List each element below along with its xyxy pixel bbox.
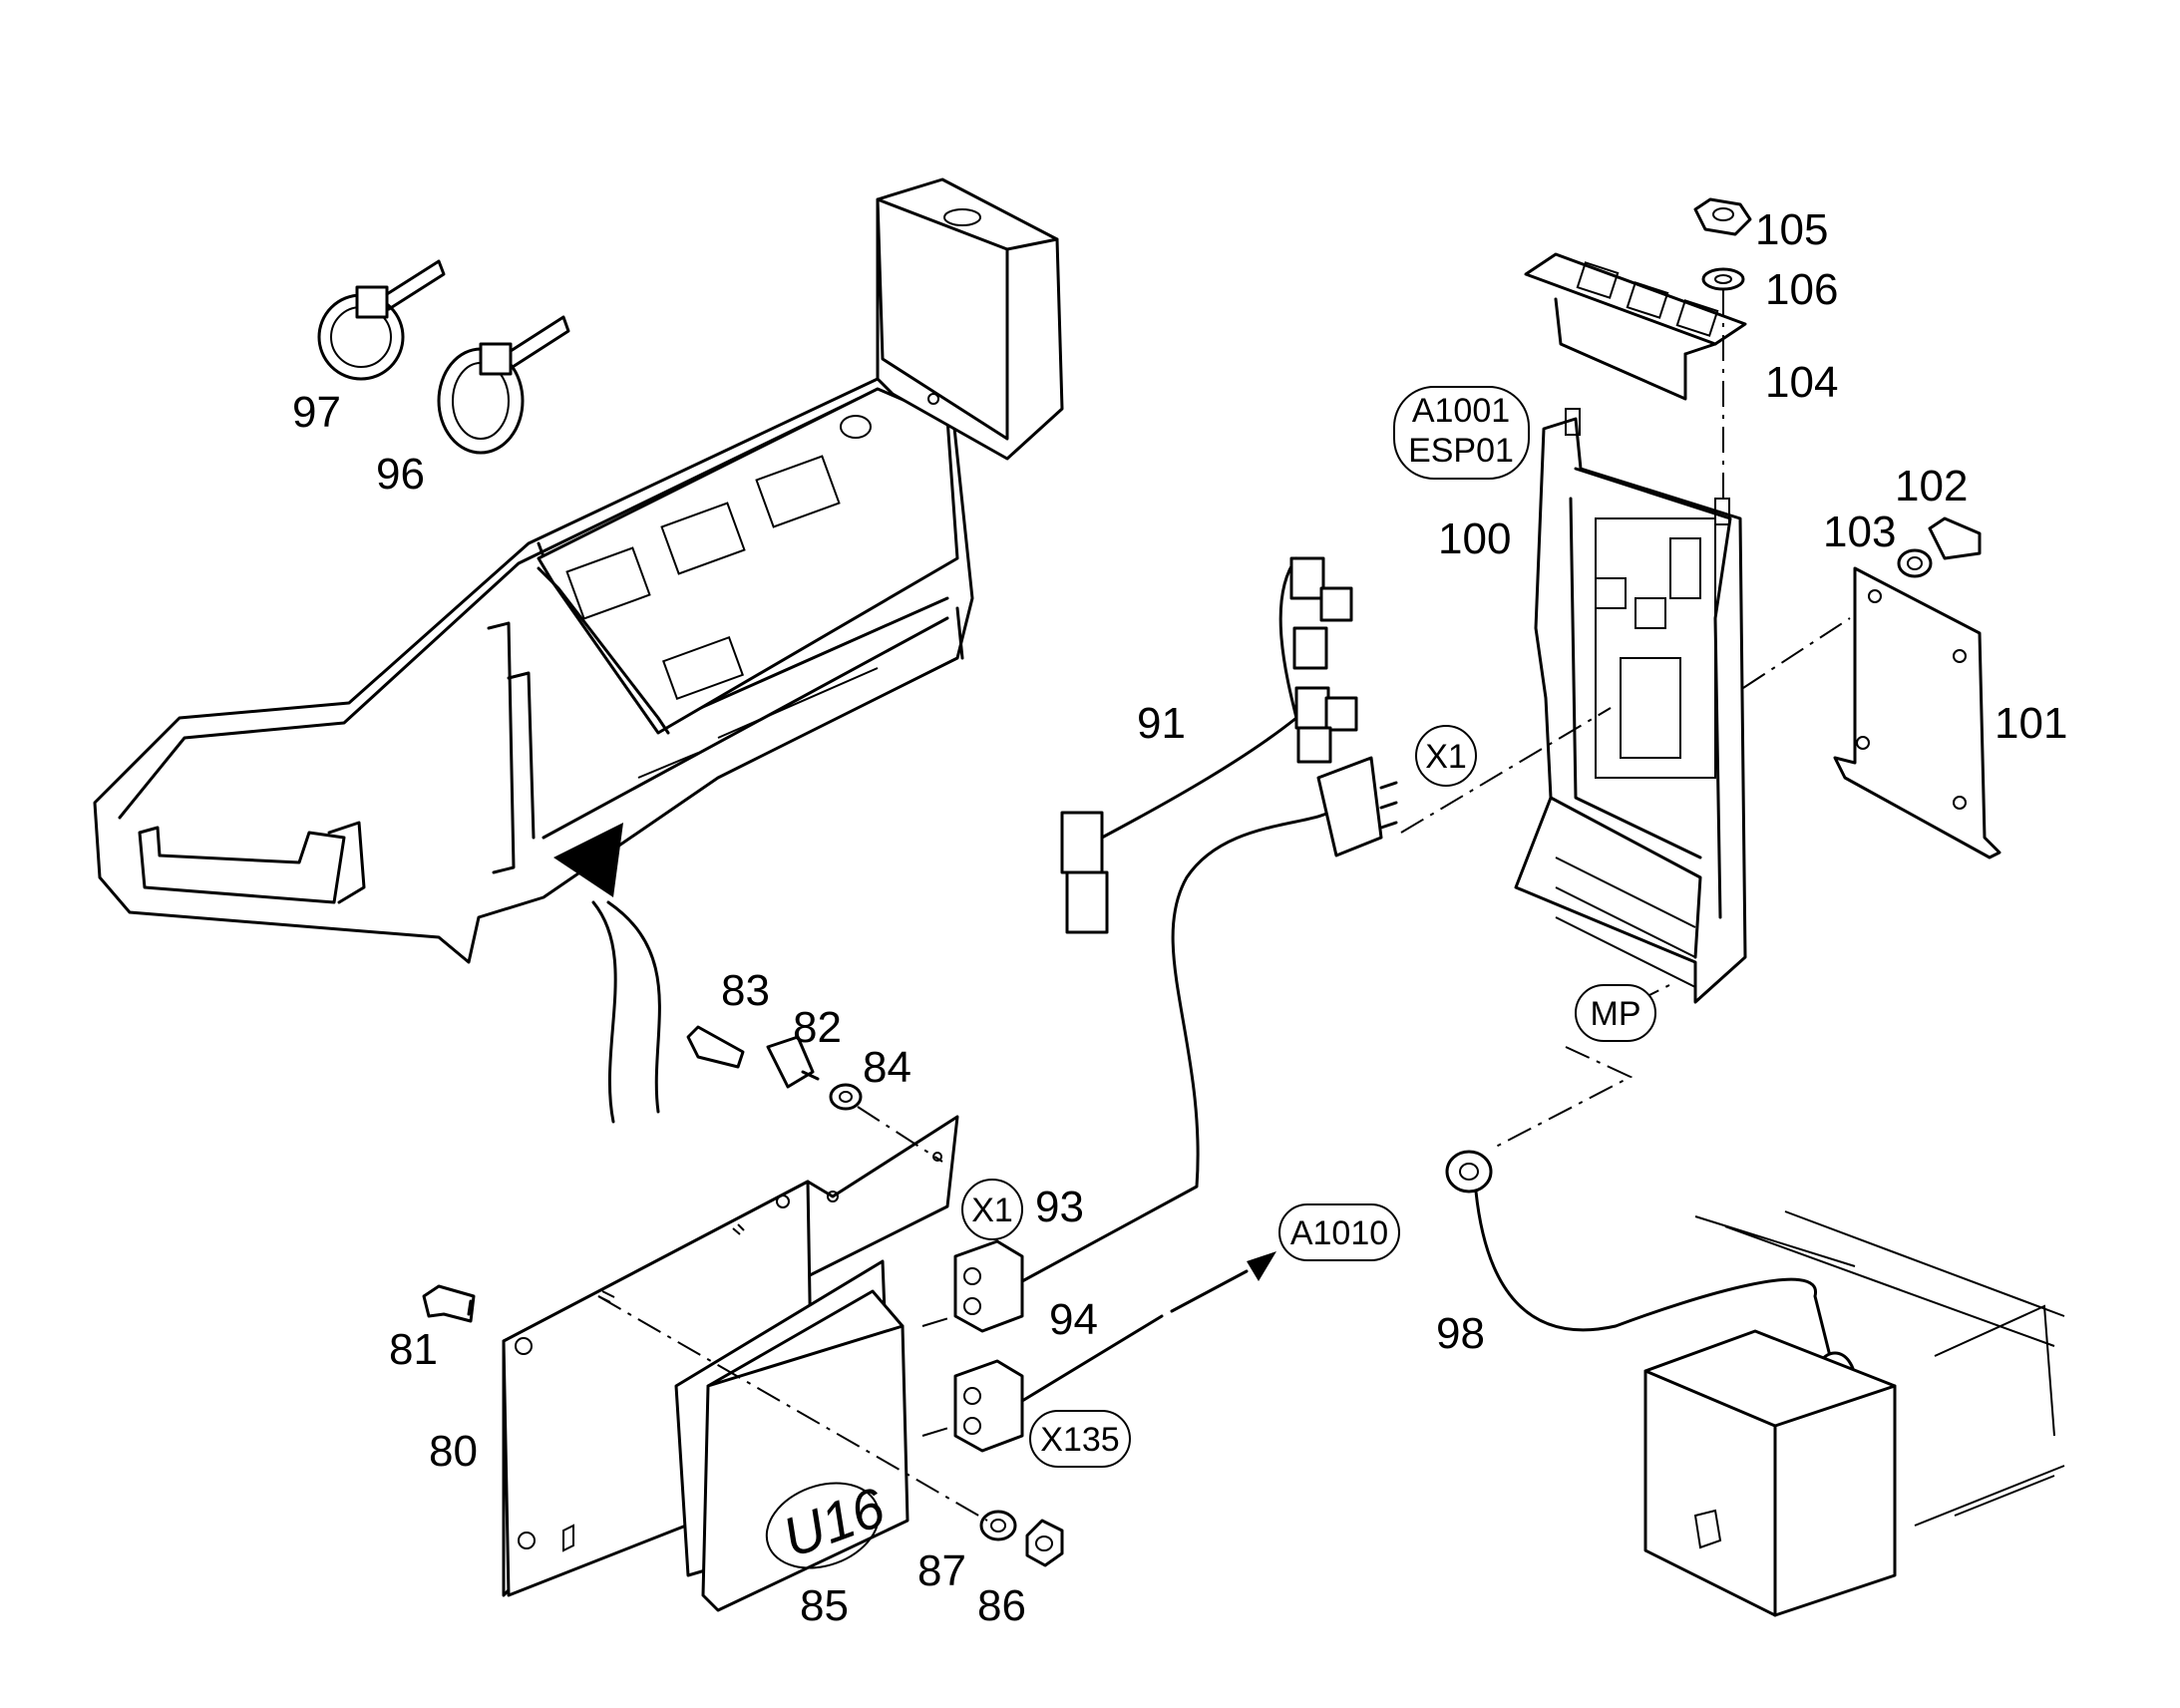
battery-compartment <box>1643 1210 2065 1617</box>
callout-86: 86 <box>977 1581 1026 1630</box>
ref-bubble-x1-lower: X1 <box>961 1179 1023 1240</box>
ecu-box-100 <box>1514 408 1747 1004</box>
cable-ties <box>317 259 570 455</box>
callout-80: 80 <box>429 1427 478 1476</box>
callout-94: 94 <box>1049 1295 1098 1344</box>
callout-83: 83 <box>721 966 770 1015</box>
callout-91: 91 <box>1137 699 1186 748</box>
bracket-101 <box>1833 516 2001 859</box>
callout-84: 84 <box>863 1043 911 1092</box>
a1001-label: A1001 <box>1412 392 1510 430</box>
callout-97: 97 <box>292 388 341 437</box>
ref-bubble-a1001-esp01: A1001 ESP01 <box>1393 386 1530 480</box>
ref-bubble-x1-upper: X1 <box>1415 725 1477 787</box>
callout-96: 96 <box>376 450 425 499</box>
a1010-label: A1010 <box>1290 1214 1388 1252</box>
fasteners <box>422 1025 1064 1567</box>
x1-lower-label: X1 <box>971 1192 1013 1229</box>
callout-105: 105 <box>1755 205 1828 254</box>
switch-cover-104 <box>1524 197 1752 401</box>
callout-104: 104 <box>1765 358 1838 407</box>
callout-100: 100 <box>1438 514 1511 563</box>
ref-bubble-a1010: A1010 <box>1278 1203 1400 1261</box>
esp01-label: ESP01 <box>1408 432 1514 470</box>
assembly-lines <box>597 289 1851 1522</box>
ref-bubble-x135: X135 <box>1029 1410 1131 1468</box>
x135-label: X135 <box>1040 1421 1119 1459</box>
callout-103: 103 <box>1823 508 1896 556</box>
callout-93: 93 <box>1035 1183 1084 1231</box>
wire-harness-91 <box>1060 556 1358 934</box>
ref-bubble-mp: MP <box>1575 984 1656 1042</box>
plug-x1-upper <box>1316 756 1398 857</box>
connector-x1-93 <box>953 806 1338 1333</box>
callout-82: 82 <box>793 1003 842 1052</box>
dashboard-housing <box>93 177 1064 964</box>
callout-106: 106 <box>1765 265 1838 314</box>
assembly-arrow <box>553 823 661 1124</box>
part-callouts: 97 96 83 82 84 81 80 85 87 86 93 94 91 1… <box>292 205 2067 1630</box>
callout-101: 101 <box>1995 699 2067 748</box>
mp-label: MP <box>1591 995 1641 1033</box>
connector-x135-94 <box>953 1251 1276 1453</box>
callout-81: 81 <box>389 1325 438 1374</box>
callout-102: 102 <box>1895 462 1968 511</box>
callout-85: 85 <box>800 1581 849 1630</box>
callout-98: 98 <box>1436 1309 1485 1358</box>
x1-upper-label: X1 <box>1425 738 1467 776</box>
callout-87: 87 <box>917 1546 966 1595</box>
